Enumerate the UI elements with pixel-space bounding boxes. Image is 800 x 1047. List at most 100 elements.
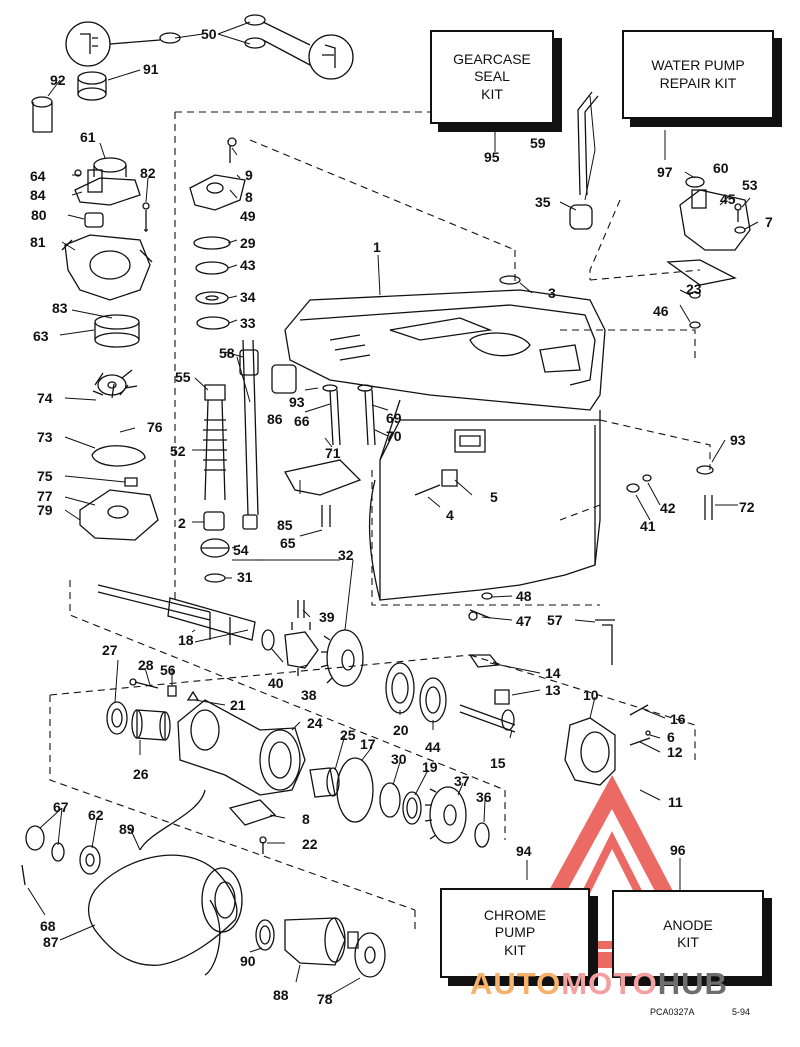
- part-label: 60: [713, 160, 729, 176]
- part-label: 43: [240, 257, 256, 273]
- chrome-pump-kit-box: CHROME PUMP KIT: [440, 888, 590, 978]
- part-label: 47: [516, 613, 532, 629]
- part-label: 2: [178, 515, 186, 531]
- part-label: 87: [43, 934, 59, 950]
- part-label: 18: [178, 632, 194, 648]
- part-label: 29: [240, 235, 256, 251]
- part-label: 45: [720, 191, 736, 207]
- part-label: 90: [240, 953, 256, 969]
- part-label: 69: [386, 410, 402, 426]
- part-label: 65: [280, 535, 296, 551]
- part-label: 28: [138, 657, 154, 673]
- part-label: 38: [301, 687, 317, 703]
- part-label: 24: [307, 715, 323, 731]
- chrome-kit-line1: CHROME: [483, 906, 547, 923]
- water-pump-kit-line2: REPAIR KIT: [659, 74, 737, 91]
- part-label: 58: [219, 345, 235, 361]
- part-label: 27: [102, 642, 118, 658]
- part-label: 10: [583, 687, 599, 703]
- part-label: 85: [277, 517, 293, 533]
- part-label: 5: [490, 489, 498, 505]
- part-label: 89: [119, 821, 135, 837]
- part-label: 19: [422, 759, 438, 775]
- part-label: 81: [30, 234, 46, 250]
- part-label: 14: [545, 665, 561, 681]
- dashed-group-lines: [49, 111, 711, 930]
- part-label: 92: [50, 72, 66, 88]
- part-label: 52: [170, 443, 186, 459]
- part-label: 40: [268, 675, 284, 691]
- part-label: 88: [273, 987, 289, 1003]
- part-label: 34: [240, 289, 256, 305]
- part-label: 56: [160, 662, 176, 678]
- part-label: 72: [739, 499, 755, 515]
- part-label: 78: [317, 991, 333, 1007]
- part-label: 73: [37, 429, 53, 445]
- part-label: 80: [31, 207, 47, 223]
- part-label: 39: [319, 609, 335, 625]
- part-label: 48: [516, 588, 532, 604]
- kit-ref-gearcase: 95: [484, 149, 500, 165]
- anode-kit-line2: KIT: [677, 934, 699, 950]
- part-label: 13: [545, 682, 561, 698]
- part-label: 11: [668, 794, 683, 810]
- part-label: 26: [133, 766, 149, 782]
- part-label: 23: [686, 281, 702, 297]
- part-label: 62: [88, 807, 104, 823]
- seal-detail-circles: [65, 14, 354, 80]
- part-label: 35: [535, 194, 551, 210]
- gearcase-kit-line2: SEAL: [474, 68, 510, 85]
- part-label: 77: [37, 488, 53, 504]
- kit-ref-chrome-pump: 94: [516, 843, 532, 859]
- part-label: 32: [338, 547, 354, 563]
- part-label: 63: [33, 328, 49, 344]
- part-label: 86: [267, 411, 283, 427]
- part-label: 21: [230, 697, 246, 713]
- watermark-part-hub: HUB: [657, 966, 728, 1001]
- part-label: 91: [143, 61, 159, 77]
- part-label: 30: [391, 751, 407, 767]
- part-label: 50: [201, 26, 217, 42]
- part-label: 44: [425, 739, 441, 755]
- part-label: 8: [245, 189, 253, 205]
- shift-linkage-parts: [271, 91, 751, 665]
- part-label: 9: [245, 167, 253, 183]
- part-label: 16: [670, 711, 686, 727]
- water-pump-repair-kit-box: WATER PUMP REPAIR KIT: [622, 30, 774, 119]
- kit-ref-water-pump: 97: [657, 164, 673, 180]
- part-label: 64: [30, 168, 46, 184]
- part-label: 36: [476, 789, 492, 805]
- part-label: 54: [233, 542, 249, 558]
- part-label: 61: [80, 129, 96, 145]
- part-label: 31: [237, 569, 253, 585]
- gearcase-kit-line1: GEARCASE: [453, 50, 531, 67]
- part-label: 25: [340, 727, 356, 743]
- gearcase-kit-line3: KIT: [481, 85, 503, 102]
- part-label: 22: [302, 836, 318, 852]
- chrome-kit-line2: PUMP: [494, 924, 536, 941]
- drawing-code: PCA0327A: [650, 1007, 695, 1017]
- watermark-part-moto: MOTO: [561, 966, 658, 1001]
- part-label: 55: [175, 369, 191, 385]
- part-label: 74: [37, 390, 53, 406]
- part-label: 68: [40, 918, 56, 934]
- part-label: 6: [667, 729, 675, 745]
- part-label: 46: [653, 303, 669, 319]
- part-label: 4: [446, 507, 454, 523]
- part-label: 75: [37, 468, 53, 484]
- kit-ref-anode: 96: [670, 842, 686, 858]
- part-label: 33: [240, 315, 256, 331]
- part-label: 1: [373, 239, 381, 255]
- part-label: 93: [730, 432, 746, 448]
- part-label: 57: [547, 612, 563, 628]
- water-pump-kit-line1: WATER PUMP: [651, 57, 745, 73]
- part-label: 42: [660, 500, 676, 516]
- propeller-group: [21, 789, 386, 978]
- part-label: 84: [30, 187, 46, 203]
- part-label: 76: [147, 419, 163, 435]
- part-label: 41: [640, 518, 656, 534]
- part-label: 7: [765, 214, 773, 230]
- part-label: 15: [490, 755, 506, 771]
